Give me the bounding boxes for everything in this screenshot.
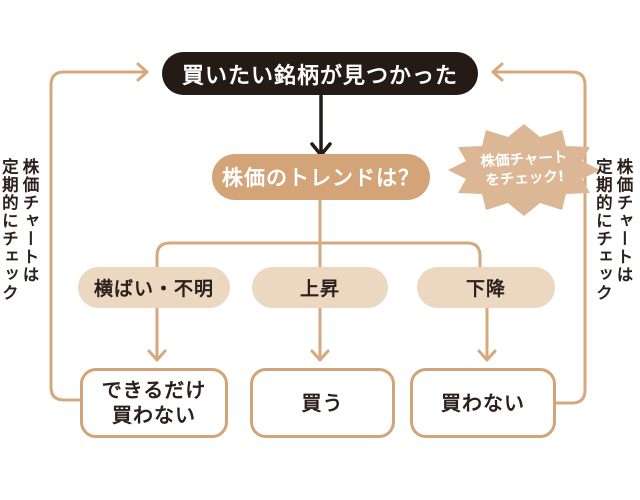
node-found-stock: 買いたい銘柄が見つかった xyxy=(162,52,478,95)
node-condition-sideways-unknown: 横ばい・不明 xyxy=(78,267,230,308)
side-note-right: 株価チャートは 定期的にチェック xyxy=(593,158,633,302)
node-action-dont-buy: 買わない xyxy=(410,368,556,438)
branch-connector xyxy=(155,199,482,270)
side-note-left: 株価チャートは 定期的にチェック xyxy=(0,158,39,302)
loop-arrow-right xyxy=(491,62,587,405)
node-condition-falling: 下降 xyxy=(417,267,555,308)
condition-arrows xyxy=(147,304,497,362)
callout-text: 株価チャート をチェック! xyxy=(480,149,568,190)
node-action-avoid-buying: できるだけ 買わない xyxy=(80,368,228,438)
loop-arrow-left xyxy=(49,62,149,402)
node-trend-question: 株価のトレンドは？ xyxy=(212,154,430,200)
callout-burst xyxy=(448,124,600,216)
main-arrow xyxy=(310,94,332,157)
node-condition-rising: 上昇 xyxy=(252,267,388,308)
node-action-buy: 買う xyxy=(250,368,395,438)
